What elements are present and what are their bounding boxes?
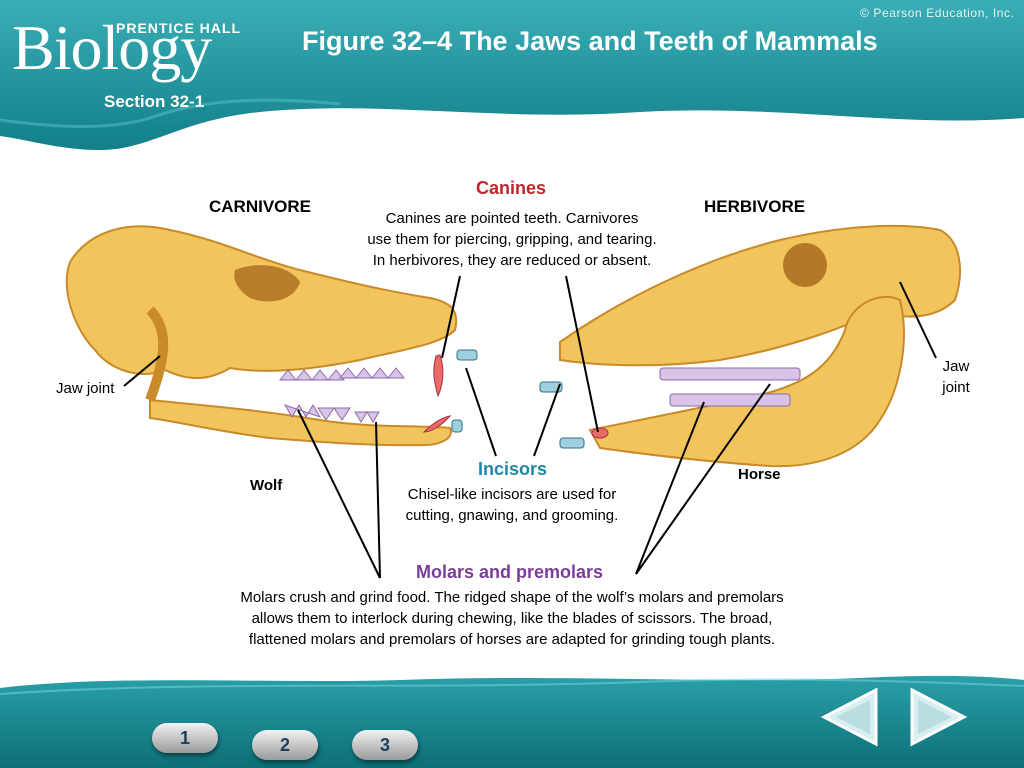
jaw-joint-right-line: joint bbox=[942, 379, 970, 396]
arrow-left-icon[interactable] bbox=[818, 686, 882, 748]
incisors-title: Incisors bbox=[478, 459, 548, 479]
horse-label: Horse bbox=[738, 466, 781, 483]
incisors-line: Chisel-like incisors are used for bbox=[407, 486, 617, 503]
page-title: Figure 32–4 The Jaws and Teeth of Mammal… bbox=[302, 26, 878, 56]
molars-line: allows them to interlock during chewing,… bbox=[251, 610, 773, 627]
canines-line: Canines are pointed teeth. Carnivores bbox=[385, 210, 639, 227]
molars-line: flattened molars and premolars of horses… bbox=[248, 631, 776, 648]
molars-title: Molars and premolars bbox=[416, 562, 604, 582]
nav-button-3[interactable]: 3 bbox=[352, 730, 418, 760]
wolf-skull bbox=[65, 225, 478, 447]
incisors-line: cutting, gnawing, and grooming. bbox=[405, 507, 619, 524]
header-band bbox=[0, 0, 1024, 150]
brand-logo: Biology bbox=[12, 12, 212, 83]
publisher-credit: © Pearson Education, Inc. bbox=[860, 6, 1015, 20]
molars-line: Molars crush and grind food. The ridged … bbox=[240, 589, 784, 606]
jaw-joint-label-left: Jaw joint bbox=[56, 380, 115, 397]
molars-text: Molars crush and grind food. The ridged … bbox=[170, 587, 854, 650]
horse-skull bbox=[539, 224, 961, 468]
incisors-text: Chisel-like incisors are used for cuttin… bbox=[362, 484, 662, 526]
herbivore-heading: HERBIVORE bbox=[704, 197, 806, 216]
canines-text: Canines are pointed teeth. Carnivores us… bbox=[320, 208, 704, 271]
pointer-lines bbox=[123, 275, 937, 579]
carnivore-heading: CARNIVORE bbox=[209, 197, 312, 216]
nav-button-2[interactable]: 2 bbox=[252, 730, 318, 760]
arrow-right-icon[interactable] bbox=[906, 686, 970, 748]
wolf-label: Wolf bbox=[250, 477, 283, 494]
brand-subtitle: PRENTICE HALL bbox=[116, 20, 241, 36]
canines-line: use them for piercing, gripping, and tea… bbox=[367, 231, 657, 248]
jaw-joint-right-line: Jaw bbox=[942, 358, 970, 375]
canines-title: Canines bbox=[476, 178, 547, 198]
skull-illustration bbox=[65, 224, 961, 579]
nav-button-1[interactable]: 1 bbox=[152, 723, 218, 753]
canines-line: In herbivores, they are reduced or absen… bbox=[372, 252, 652, 269]
section-label: Section 32-1 bbox=[104, 92, 205, 111]
jaw-joint-label-right: Jaw joint bbox=[936, 356, 976, 398]
